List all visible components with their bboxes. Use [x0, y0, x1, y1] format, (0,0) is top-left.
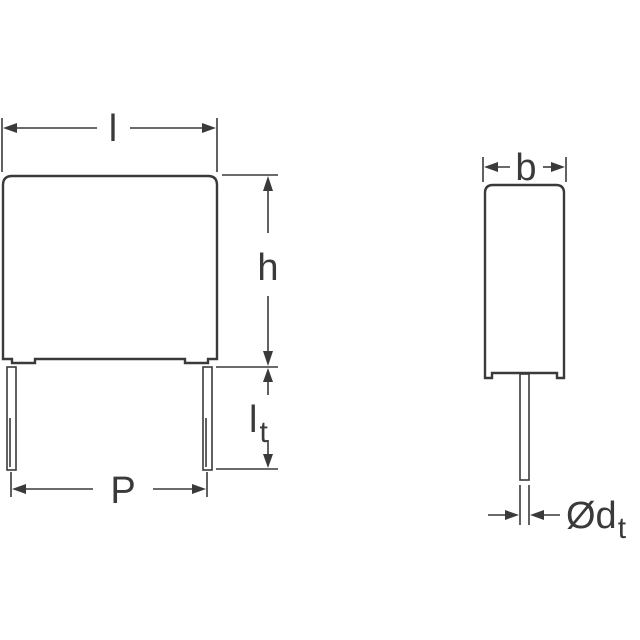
height-label: h	[257, 247, 278, 289]
lead-length-dimension: lt	[216, 368, 278, 470]
right-lead	[202, 366, 213, 471]
height-dimension: h	[216, 174, 279, 368]
pitch-label: P	[110, 470, 135, 512]
capacitor-body-front	[1, 174, 219, 365]
length-dimension: l	[1, 108, 218, 172]
left-lead	[6, 366, 17, 471]
width-label: b	[515, 147, 536, 189]
capacitor-body-side	[483, 183, 566, 380]
lead-diameter-dimension: Ødt	[488, 485, 627, 545]
width-dimension: b	[482, 147, 567, 189]
lead-length-label: lt	[249, 399, 268, 449]
pitch-dimension: P	[10, 470, 208, 512]
lead-diameter-label: Ødt	[566, 495, 627, 545]
side-lead	[519, 373, 530, 481]
length-label: l	[109, 108, 117, 150]
side-view: b Ødt	[482, 147, 627, 545]
front-view: l h lt P	[1, 108, 279, 512]
